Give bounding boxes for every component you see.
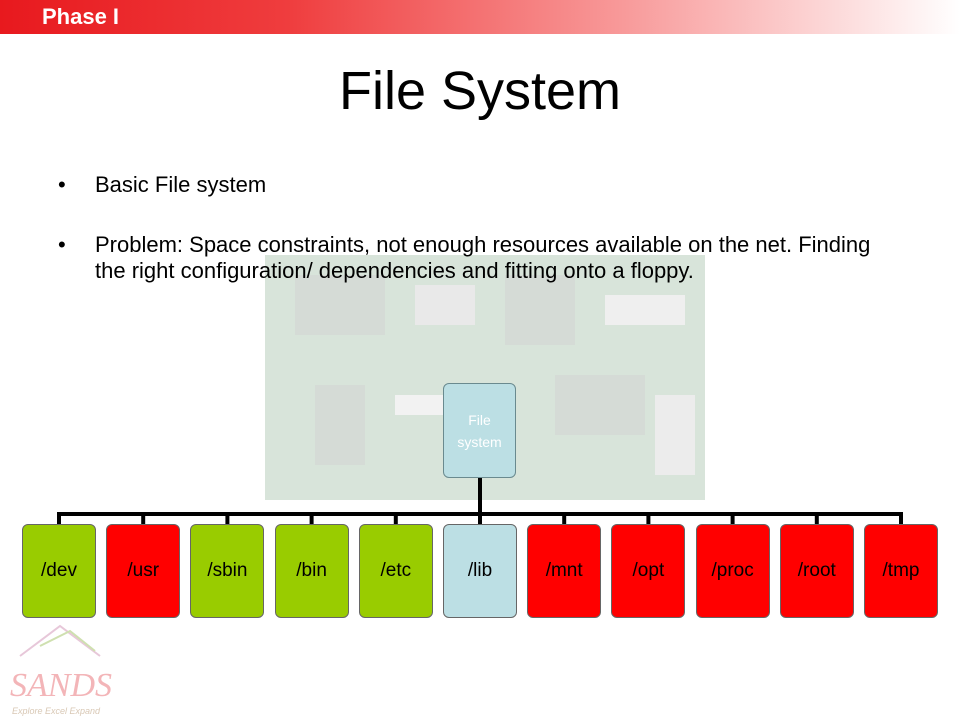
child-node-label: /lib <box>467 560 493 581</box>
bullet-dot: • <box>58 172 66 197</box>
child-node: /mnt <box>527 524 602 618</box>
phase-header-bar: Phase I <box>0 0 960 34</box>
child-node-label: /sbin <box>207 560 248 581</box>
child-node: /bin <box>274 524 349 618</box>
child-node-label: /opt <box>632 560 665 581</box>
child-node-label: /tmp <box>882 560 920 581</box>
child-node: /tmp <box>864 524 938 618</box>
child-node: /lib <box>443 524 517 618</box>
child-node-label: /dev <box>41 560 77 581</box>
child-node: /opt <box>611 524 686 618</box>
bullet-text: Basic File system <box>95 172 267 197</box>
svg-text:Explore Excel Expand: Explore Excel Expand <box>12 706 101 716</box>
child-node: /sbin <box>190 524 265 618</box>
bullet-text: Problem: Space constraints, not enough r… <box>95 232 871 283</box>
bullet-list: • Basic File system • Problem: Space con… <box>58 172 898 318</box>
bullet-item: • Problem: Space constraints, not enough… <box>58 232 898 284</box>
slide-title: File System <box>338 61 622 121</box>
child-node: /dev <box>22 524 96 618</box>
child-node-label: /bin <box>296 560 327 581</box>
bullet-dot: • <box>58 232 66 257</box>
child-node-label: /mnt <box>545 560 583 581</box>
child-node-label: /proc <box>711 560 754 581</box>
child-node-label: /etc <box>380 560 412 581</box>
bullet-item: • Basic File system <box>58 172 898 198</box>
sands-logo: SANDS Explore Excel Expand <box>10 624 112 716</box>
child-node-label: /root <box>797 560 836 581</box>
child-node: /proc <box>695 524 770 618</box>
svg-text:SANDS: SANDS <box>10 667 112 704</box>
child-node: /root <box>779 524 854 618</box>
child-node: /usr <box>106 524 181 618</box>
child-node-label: /usr <box>127 560 160 581</box>
phase-label: Phase I <box>42 4 120 29</box>
child-node: /etc <box>358 524 433 618</box>
root-node-label: File system <box>457 411 502 450</box>
root-node-file-system: File system <box>443 383 516 478</box>
circuit-board-background <box>265 255 705 500</box>
